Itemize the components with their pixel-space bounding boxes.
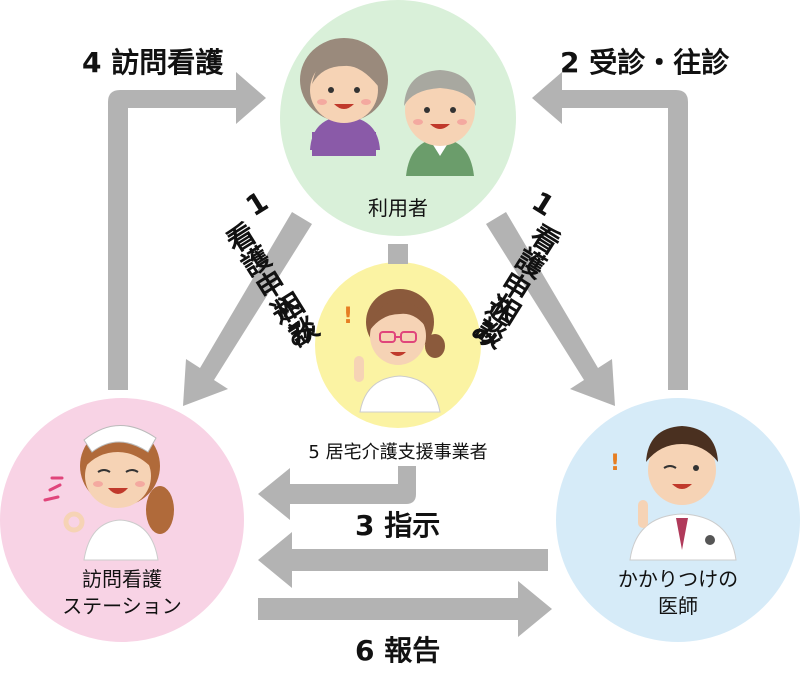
arrow-care-to-station xyxy=(258,466,416,520)
report-label: 6 報告 xyxy=(355,634,440,667)
arrow-apply-left xyxy=(183,212,312,406)
elderly-couple-icon xyxy=(300,38,476,176)
arrow-apply-right xyxy=(486,212,615,406)
arrows xyxy=(108,72,688,637)
care-manager-label: 5 居宅介護支援事業者 xyxy=(308,442,487,463)
apply-right-number: 1 xyxy=(526,185,560,223)
link-user-care xyxy=(388,244,408,264)
doctor-label-line2: 医師 xyxy=(658,594,698,618)
svg-text:!: ! xyxy=(610,451,620,476)
doctor-label-line1: かかりつけの xyxy=(618,567,738,591)
visit-nursing-label: 4 訪問看護 xyxy=(82,46,224,79)
instruction-label: 3 指示 xyxy=(355,509,440,542)
arrow-report xyxy=(258,581,552,637)
consult-visit-label: 2 受診・往診 xyxy=(560,46,730,79)
arrow-visit-nursing xyxy=(108,72,266,390)
nurse-icon xyxy=(43,425,174,561)
arrow-instruction xyxy=(258,532,548,588)
arrow-consult-visit xyxy=(532,72,688,390)
station-label-line1: 訪問看護 xyxy=(82,567,162,591)
station-label-line2: ステーション xyxy=(62,594,182,618)
user-label: 利用者 xyxy=(368,196,428,220)
care-manager-icon: ! xyxy=(343,289,445,413)
doctor-icon: ! xyxy=(610,426,737,561)
svg-text:!: ! xyxy=(343,304,353,329)
